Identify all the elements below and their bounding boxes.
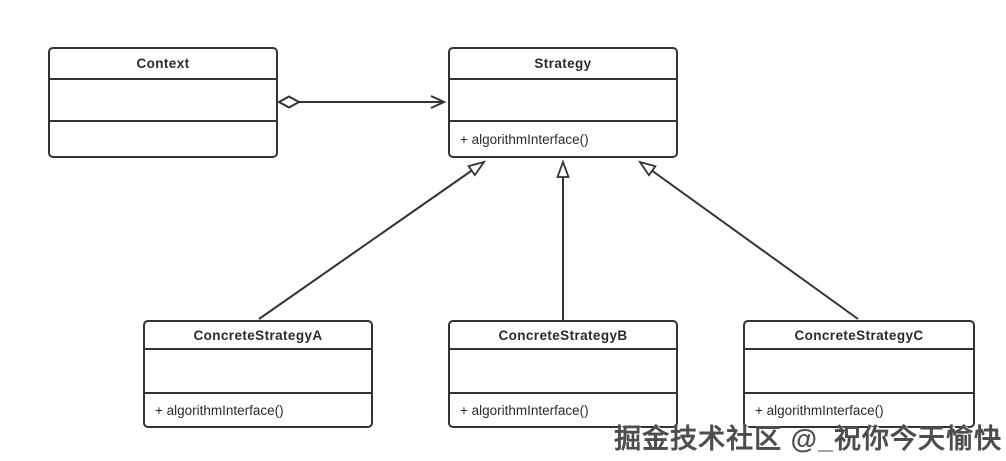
class-box-context: Context (48, 47, 278, 158)
attributes-compartment (450, 348, 676, 392)
methods-compartment: + algorithmInterface() (450, 120, 676, 156)
method-label: + algorithmInterface() (155, 402, 284, 418)
method-label: + algorithmInterface() (755, 402, 884, 418)
class-box-concrete-strategy-b: ConcreteStrategyB + algorithmInterface() (448, 320, 678, 428)
aggregation-diamond-icon (276, 95, 302, 109)
class-box-concrete-strategy-c: ConcreteStrategyC + algorithmInterface() (743, 320, 975, 428)
class-box-concrete-strategy-a: ConcreteStrategyA + algorithmInterface() (143, 320, 373, 428)
methods-compartment: + algorithmInterface() (745, 392, 973, 426)
generalization-line-c-strategy (637, 160, 859, 320)
method-label: + algorithmInterface() (460, 131, 589, 147)
attributes-compartment (50, 78, 276, 120)
generalization-line-a-strategy (258, 160, 487, 320)
attributes-compartment (450, 78, 676, 120)
methods-compartment: + algorithmInterface() (450, 392, 676, 426)
class-name: Context (136, 56, 190, 71)
class-name: ConcreteStrategyA (193, 327, 323, 343)
class-name: ConcreteStrategyB (498, 327, 628, 343)
attributes-compartment (145, 348, 371, 392)
class-name: Strategy (534, 56, 592, 71)
methods-compartment: + algorithmInterface() (145, 392, 371, 426)
class-name: ConcreteStrategyC (794, 327, 924, 343)
methods-compartment (50, 120, 276, 156)
attributes-compartment (745, 348, 973, 392)
class-box-strategy: Strategy + algorithmInterface() (448, 47, 678, 158)
method-label: + algorithmInterface() (460, 402, 589, 418)
